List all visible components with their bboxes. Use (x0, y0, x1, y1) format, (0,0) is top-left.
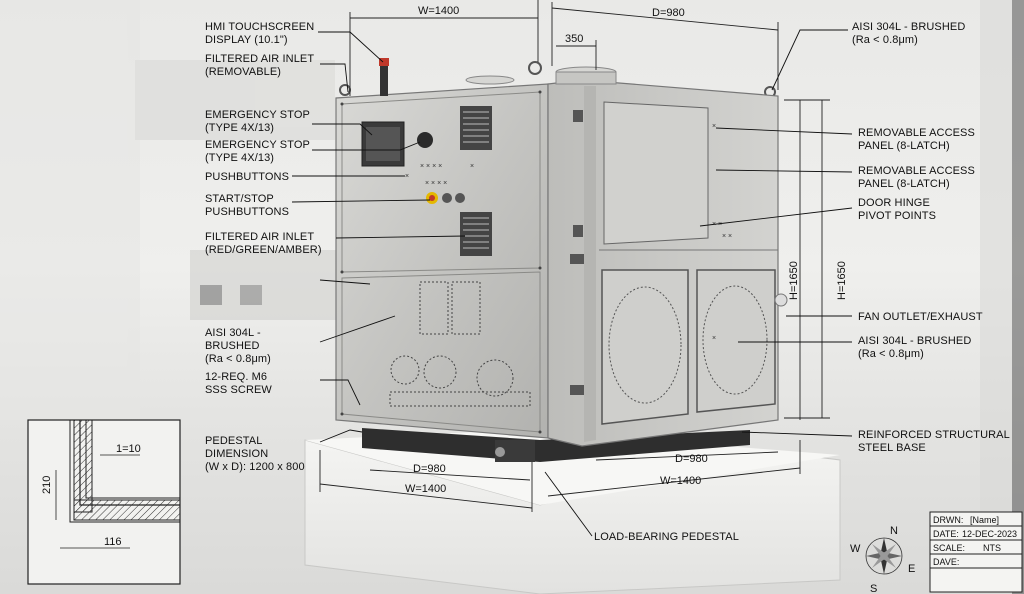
dim-height-inner: H=1650 (836, 261, 848, 300)
callout-aisi-right: AISI 304L - BRUSHED(Ra < 0.8μm) (858, 335, 971, 360)
dim-top-offset: 350 (565, 33, 583, 45)
callout-air-inlet-removable: FILTERED AIR INLET(REMOVABLE) (205, 53, 314, 78)
svg-text:×: × (405, 173, 409, 180)
tb-scale-key: SCALE: (933, 543, 965, 553)
dim-base-depth-left: D=980 (413, 463, 446, 475)
compass-s: S (870, 583, 877, 594)
dim-top-depth: D=980 (652, 7, 685, 19)
tb-date-key: DATE: (933, 529, 959, 539)
dim-base-width-left: W=1400 (405, 483, 446, 495)
svg-text:×: × (470, 163, 474, 170)
svg-text:× × × ×: × × × × (420, 163, 442, 170)
title-block: DRWN: [Name] DATE: 12-DEC-2023 SCALE: NT… (929, 511, 1023, 593)
dimension-lines (319, 0, 830, 512)
dim-base-depth-right: D=980 (675, 453, 708, 465)
tb-scale-value: NTS (983, 543, 1001, 553)
detail-inset: 1=10 210 116 (27, 419, 181, 585)
tb-dave-key: DAVE: (933, 557, 959, 567)
detail-dim-height: 210 (41, 476, 53, 494)
tb-drwn-value: [Name] (970, 515, 999, 525)
dim-top-width: W=1400 (418, 5, 459, 17)
dim-base-width-right: W=1400 (660, 475, 701, 487)
callout-estop-2: EMERGENCY STOP(TYPE 4X/13) (205, 139, 310, 164)
callout-load-bearing-pedestal: LOAD-BEARING PEDESTAL (594, 531, 739, 543)
callout-estop-1: EMERGENCY STOP(TYPE 4X/13) (205, 109, 310, 134)
callout-aisi-left: AISI 304L -BRUSHED(Ra < 0.8μm) (205, 327, 271, 365)
callout-air-inlet-rga: FILTERED AIR INLET(RED/GREEN/AMBER) (205, 231, 322, 256)
compass-e: E (908, 563, 915, 575)
detail-dim-width: 116 (104, 536, 122, 548)
svg-text:× ×: × × (712, 221, 722, 228)
svg-text:×: × (712, 123, 716, 130)
detail-dim-gap: 1=10 (116, 443, 141, 455)
svg-text:×: × (712, 335, 716, 342)
dim-height-outer: H=1650 (788, 261, 800, 300)
tb-date-value: 12-DEC-2023 (962, 529, 1017, 539)
right-callouts: AISI 304L - BRUSHED(Ra < 0.8μm) REMOVABL… (852, 21, 1010, 454)
cabinet-side: × × × × × × (465, 66, 788, 447)
callout-fan: FAN OUTLET/EXHAUST (858, 311, 983, 323)
callout-aisi-top: AISI 304L - BRUSHED(Ra < 0.8μm) (852, 21, 965, 46)
tb-drwn-key: DRWN: (933, 515, 963, 525)
callout-pushbuttons: PUSHBUTTONS (205, 171, 289, 183)
dimension-labels: W=1400 D=980 350 H=1650 H=1650 D=980 W=1… (405, 5, 848, 495)
svg-text:× × × ×: × × × × (425, 180, 447, 187)
compass-icon: N E S W (850, 525, 915, 594)
leader-lines (291, 29, 853, 537)
compass-n: N (890, 525, 898, 537)
compass-w: W (850, 543, 861, 555)
svg-text:× ×: × × (722, 233, 732, 240)
cabinet-front: × × × ×× ×× × × × (335, 58, 776, 439)
